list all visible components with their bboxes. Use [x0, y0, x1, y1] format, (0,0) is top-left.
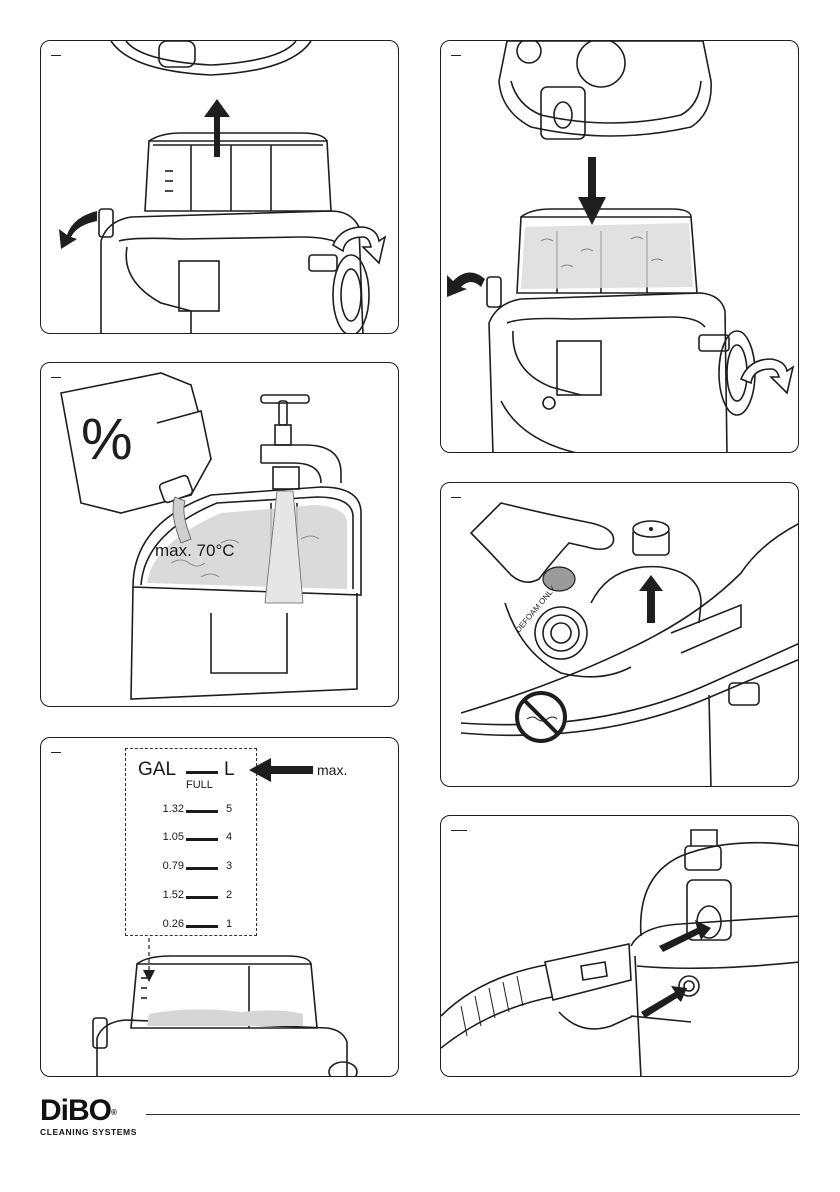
- scale-gallons: 1.05: [163, 831, 184, 843]
- illustration-fill-tank: %: [41, 363, 399, 707]
- step-panel-refit-lid: [440, 40, 799, 453]
- scale-gallons: 1.52: [163, 889, 184, 901]
- max-temperature-label: max. 70°C: [155, 541, 235, 561]
- illustration-add-defoamer: DEFOAM ONLY: [441, 483, 799, 787]
- illustration-connect-hose: [441, 816, 799, 1077]
- step-panel-fill-level-scale: GAL L FULL 1.32 5 1.05 4 0.79 3 1.52 2 0.26 1…: [40, 737, 399, 1077]
- scale-gallons: 0.26: [163, 918, 184, 930]
- scale-gallons: 0.79: [163, 860, 184, 872]
- full-label: FULL: [186, 779, 213, 791]
- brand-tagline: CLEANING SYSTEMS: [40, 1127, 137, 1137]
- scale-liters: 4: [226, 831, 232, 843]
- scale-row: 0.79 3: [126, 858, 256, 876]
- step-number-mark: [51, 752, 61, 753]
- illustration-refit-lid: [441, 41, 799, 453]
- scale-row: 1.52 2: [126, 887, 256, 905]
- step-panel-connect-hose: [440, 815, 799, 1077]
- full-line: [186, 771, 218, 774]
- illustration-remove-lid: [41, 41, 399, 334]
- scale-gallons: 1.32: [163, 803, 184, 815]
- step-panel-remove-lid: [40, 40, 399, 334]
- max-label: max.: [317, 762, 347, 778]
- scale-liters: 2: [226, 889, 232, 901]
- scale-row: 0.26 1: [126, 916, 256, 934]
- step-panel-add-defoamer: DEFOAM ONLY: [440, 482, 799, 787]
- scale-row: 1.32 5: [126, 801, 256, 819]
- scale-liters: 5: [226, 803, 232, 815]
- fill-level-scale: GAL L FULL 1.32 5 1.05 4 0.79 3 1.52 2 0.26 1: [125, 748, 257, 936]
- scale-row: 1.05 4: [126, 829, 256, 847]
- brand-name: DiBO: [40, 1094, 111, 1127]
- step-panel-fill-tank: % max. 70°C: [40, 362, 399, 707]
- liter-unit-label: L: [224, 759, 235, 781]
- brand-logo: DiBO® CLEANING SYSTEMS: [40, 1096, 137, 1137]
- gallon-unit-label: GAL: [138, 759, 176, 781]
- scale-liters: 1: [226, 918, 232, 930]
- registered-mark: ®: [111, 1108, 116, 1117]
- scale-liters: 3: [226, 860, 232, 872]
- footer-divider: [146, 1114, 800, 1115]
- percent-symbol: %: [81, 407, 133, 472]
